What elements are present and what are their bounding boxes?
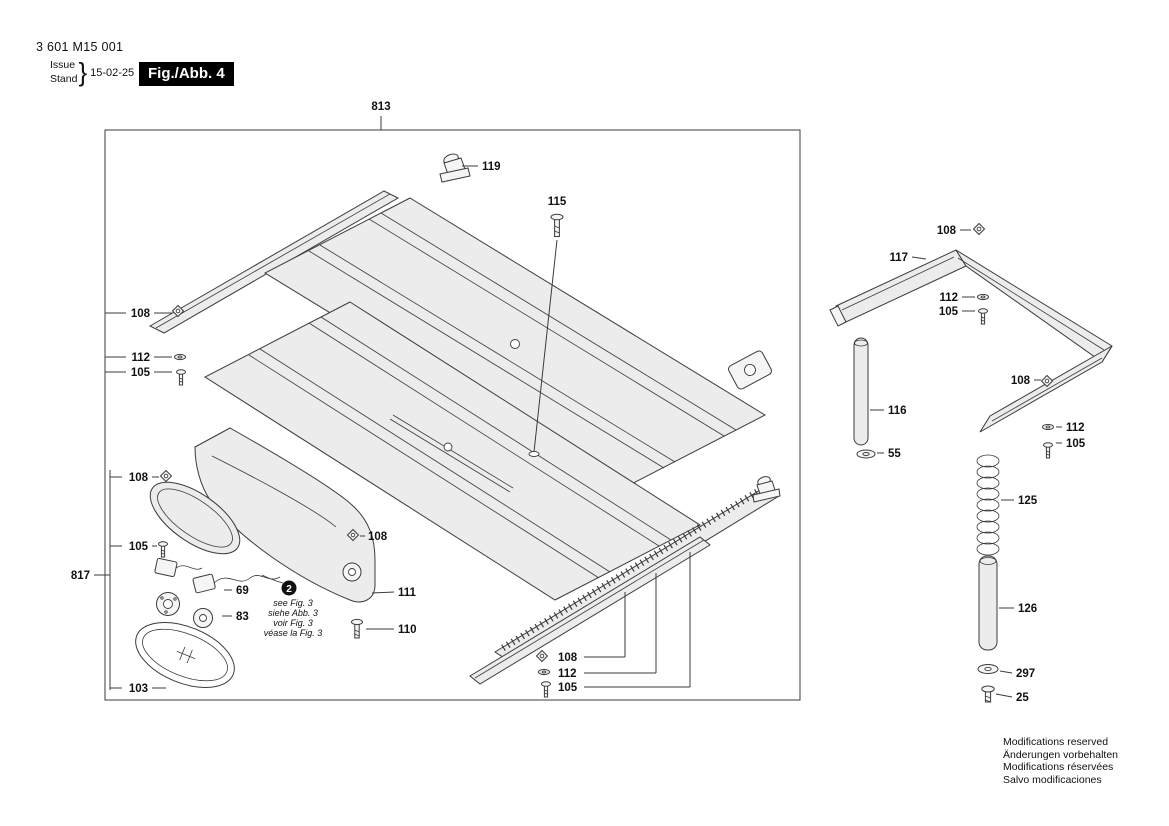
reference-note-line-es: véase la Fig. 3 bbox=[264, 628, 323, 638]
callout-126: 126 bbox=[1018, 603, 1037, 615]
issue-stand-labels: Issue Stand bbox=[50, 59, 77, 85]
screw-115 bbox=[550, 213, 564, 237]
dust-cover-gasket bbox=[135, 622, 235, 688]
reference-note-line-fr: voir Fig. 3 bbox=[273, 618, 313, 628]
reference-marker-number: 2 bbox=[286, 584, 292, 595]
callout-55: 55 bbox=[888, 448, 901, 460]
callout-125: 125 bbox=[1018, 495, 1038, 507]
callout-108-bottom-rail: 108 bbox=[558, 652, 578, 664]
bottom-channel-rail bbox=[469, 536, 711, 685]
clamp-knob-top bbox=[439, 153, 471, 183]
support-frame bbox=[829, 249, 1113, 433]
clamp-knob-bottom bbox=[752, 476, 781, 503]
reference-marker: 2 bbox=[281, 580, 297, 596]
round-caps bbox=[156, 592, 213, 628]
callout-110: 110 bbox=[398, 624, 417, 636]
reference-note-line-en: see Fig. 3 bbox=[273, 598, 313, 608]
callout-105-bottom-rail: 105 bbox=[558, 682, 578, 694]
callout-25: 25 bbox=[1016, 692, 1029, 704]
callout-112-frame-foot: 112 bbox=[1066, 422, 1085, 434]
callout-105-frame-upper: 105 bbox=[939, 306, 959, 318]
callout-105-top-rail: 105 bbox=[131, 367, 151, 379]
drawing-border bbox=[104, 129, 801, 701]
stand-label: Stand bbox=[50, 72, 78, 85]
figure-label: Fig./Abb. 4 bbox=[139, 62, 234, 86]
column-tube bbox=[978, 555, 998, 651]
callout-108-frame-arm: 108 bbox=[1011, 375, 1031, 387]
document-part-number: 3 601 M15 001 bbox=[36, 40, 124, 54]
issue-label: Issue bbox=[50, 59, 76, 72]
screw-25 bbox=[981, 685, 995, 703]
issue-date: 15-02-25 bbox=[90, 66, 135, 79]
callout-817: 817 bbox=[71, 570, 90, 582]
callout-105-frame-foot: 105 bbox=[1066, 438, 1086, 450]
callout-116: 116 bbox=[888, 405, 907, 417]
callout-119: 119 bbox=[482, 161, 501, 173]
compression-spring bbox=[976, 454, 1000, 556]
callout-108-dust-cover: 108 bbox=[129, 472, 149, 484]
modification-note-fr: Modifications réservées bbox=[1003, 761, 1114, 774]
callout-112-top-rail: 112 bbox=[131, 352, 150, 364]
callout-83: 83 bbox=[236, 611, 249, 623]
dust-cover-lid bbox=[149, 481, 241, 555]
reference-note: see Fig. 3 siehe Abb. 3 voir Fig. 3 véas… bbox=[264, 598, 323, 638]
callout-111: 111 bbox=[398, 587, 417, 599]
reference-note-line-de: siehe Abb. 3 bbox=[268, 608, 318, 618]
table-left-rail bbox=[148, 190, 400, 334]
callout-117: 117 bbox=[889, 252, 908, 264]
support-rod bbox=[853, 337, 869, 446]
bracket-plate bbox=[728, 350, 772, 390]
callout-labels: 813 119 115 108 112 105 108 117 112 105 … bbox=[71, 101, 1086, 704]
cable-connectors bbox=[154, 557, 281, 594]
leader-lines bbox=[94, 116, 1062, 698]
issue-stand-block: Issue Stand } 15-02-25 bbox=[50, 57, 134, 88]
flat-washer-55 bbox=[856, 449, 876, 459]
callout-105-dust-cover: 105 bbox=[129, 541, 149, 553]
washer-297 bbox=[977, 664, 999, 674]
table-panel-lower bbox=[203, 301, 702, 601]
modification-note-es: Salvo modificaciones bbox=[1003, 773, 1102, 786]
callout-108-top-rail: 108 bbox=[131, 308, 151, 320]
modification-notes: Modifications reserved Änderungen vorbeh… bbox=[1003, 736, 1118, 786]
callout-112-bottom-rail: 112 bbox=[558, 668, 577, 680]
modification-note-en: Modifications reserved bbox=[1003, 736, 1109, 748]
callout-108-frame-apex: 108 bbox=[937, 225, 957, 237]
callout-297: 297 bbox=[1016, 668, 1035, 680]
brace-glyph: } bbox=[78, 57, 88, 87]
callout-69: 69 bbox=[236, 585, 249, 597]
modification-note-de: Änderungen vorbehalten bbox=[1003, 748, 1119, 761]
callout-108-table-mid: 108 bbox=[368, 531, 388, 543]
callout-813: 813 bbox=[371, 101, 390, 113]
callout-115: 115 bbox=[548, 196, 567, 208]
callout-103: 103 bbox=[129, 683, 148, 695]
screw-110 bbox=[351, 618, 363, 639]
callout-112-frame-upper: 112 bbox=[939, 292, 958, 304]
